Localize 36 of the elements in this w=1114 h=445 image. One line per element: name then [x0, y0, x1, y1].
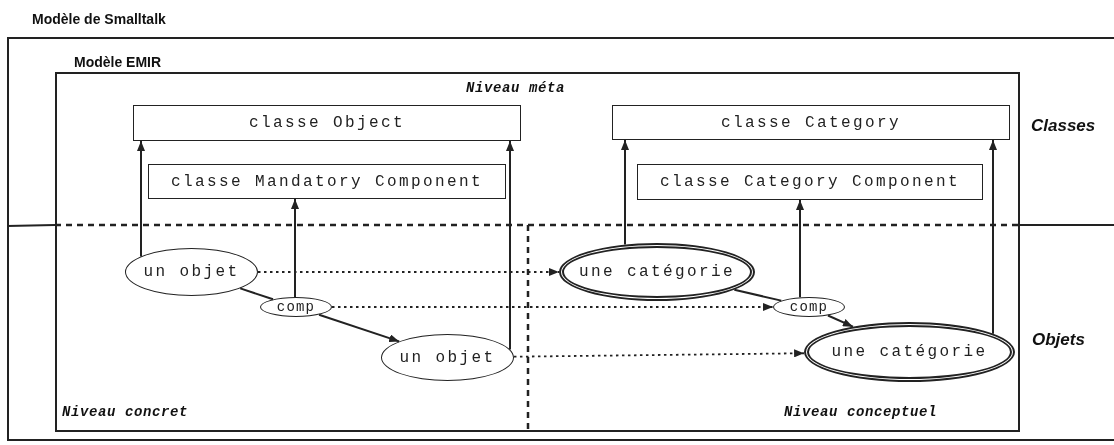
frame-heading: Modèle de Smalltalk — [32, 11, 166, 27]
node-label: classe Category Component — [659, 174, 960, 190]
dotted-arrow — [331, 303, 774, 311]
arrow — [506, 140, 514, 351]
node-label: un objet — [143, 264, 240, 280]
connector-line — [733, 288, 783, 302]
arrow — [989, 139, 997, 335]
level-label: Niveau méta — [466, 80, 565, 96]
arrow — [827, 314, 854, 328]
level-label: Niveau conceptuel — [784, 404, 938, 420]
class-box — [133, 105, 521, 141]
level-label: Niveau concret — [62, 404, 189, 420]
frame-heading: Modèle EMIR — [74, 54, 162, 70]
node-label: comp — [789, 300, 829, 314]
arrow — [291, 198, 299, 298]
node-label: une catégorie — [579, 264, 735, 280]
node-label: classe Category — [721, 114, 901, 131]
arrow — [318, 313, 401, 343]
class-box — [148, 164, 506, 199]
class-box — [637, 164, 983, 200]
node-label: classe Mandatory Component — [170, 173, 483, 190]
layer-label: Classes — [1031, 116, 1096, 136]
layer-label: Objets — [1032, 330, 1085, 350]
class-box — [612, 105, 1010, 140]
node-label: un objet — [399, 349, 496, 366]
connector-line — [239, 287, 274, 301]
category-ellipse — [559, 243, 755, 301]
arrow — [621, 139, 629, 246]
node-label: classe Object — [249, 115, 405, 131]
node-label: une catégorie — [831, 344, 988, 360]
dotted-arrow — [513, 349, 805, 358]
arrow — [796, 199, 804, 299]
arrow — [137, 140, 145, 258]
category-ellipse — [804, 322, 1015, 382]
node-label: comp — [276, 300, 316, 314]
dotted-arrow — [257, 268, 560, 276]
